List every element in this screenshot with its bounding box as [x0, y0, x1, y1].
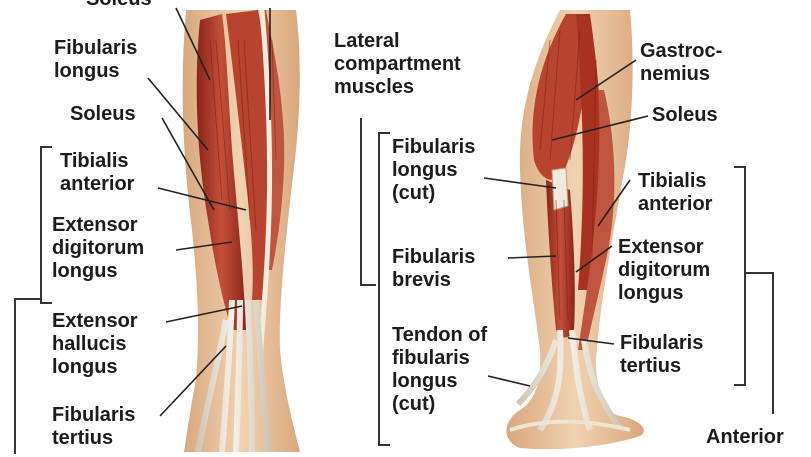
label-fibularis-tertius-left: Fibularis tertius — [52, 404, 135, 450]
label-text: Soleus — [652, 104, 718, 127]
leader-tendon-fibularis-cut — [488, 376, 530, 386]
label-extensor-hallucis: Extensor hallucis longus — [52, 310, 138, 379]
label-line: longus — [54, 60, 137, 83]
lateral-bracket-outer — [360, 118, 376, 286]
label-line: (cut) — [392, 182, 475, 205]
left-bracket-upper — [40, 146, 52, 304]
label-line: muscles — [334, 76, 461, 99]
anterior-bracket — [734, 166, 746, 386]
label-line: nemius — [640, 63, 722, 86]
label-line: compartment — [334, 53, 461, 76]
label-line: longus — [52, 260, 144, 283]
label-extensor-digitorum-right: Extensor digitorum longus — [618, 236, 710, 305]
label-text: Anterior — [706, 426, 784, 449]
label-soleus-top: Soleus — [86, 0, 152, 11]
label-line: Tibialis — [638, 170, 712, 193]
anterior-bracket-stem — [746, 272, 774, 414]
label-fibularis-brevis: Fibularis brevis — [392, 246, 475, 292]
label-line: Tibialis — [60, 150, 134, 173]
label-line: brevis — [392, 269, 475, 292]
label-line: hallucis — [52, 333, 138, 356]
label-line: Lateral — [334, 30, 461, 53]
label-line: Fibularis — [392, 136, 475, 159]
right-leg-cut-tendon — [552, 168, 568, 210]
label-line: Extensor — [618, 236, 710, 259]
label-line: longus — [618, 282, 710, 305]
label-line: digitorum — [52, 237, 144, 260]
label-fibularis-longus-left: Fibularis longus — [54, 37, 137, 83]
label-line: longus — [392, 370, 487, 393]
label-text: Soleus — [70, 103, 136, 126]
label-line: anterior — [60, 173, 134, 196]
label-tibialis-anterior-right: Tibialis anterior — [638, 170, 712, 216]
label-tibialis-anterior-left: Tibialis anterior — [60, 150, 134, 196]
label-line: longus — [392, 159, 475, 182]
label-line: tertius — [52, 427, 135, 450]
label-fibularis-longus-cut: Fibularis longus (cut) — [392, 136, 475, 205]
label-gastrocnemius: Gastroc- nemius — [640, 40, 722, 86]
label-line: digitorum — [618, 259, 710, 282]
left-bracket-lower — [14, 298, 42, 454]
right-leg — [506, 10, 643, 449]
label-line: Fibularis — [392, 246, 475, 269]
left-leg — [183, 10, 300, 452]
label-lateral-compartment: Lateral compartment muscles — [334, 30, 461, 99]
label-line: tertius — [620, 355, 703, 378]
label-tendon-fibularis-cut: Tendon of fibularis longus (cut) — [392, 324, 487, 416]
label-soleus-right: Soleus — [652, 104, 718, 127]
label-line: Gastroc- — [640, 40, 722, 63]
label-line: longus — [52, 356, 138, 379]
label-line: Extensor — [52, 214, 144, 237]
label-line: Fibularis — [52, 404, 135, 427]
label-soleus-left: Soleus — [70, 103, 136, 126]
label-line: (cut) — [392, 393, 487, 416]
label-fibularis-tertius-right: Fibularis tertius — [620, 332, 703, 378]
label-line: fibularis — [392, 347, 487, 370]
label-text: Soleus — [86, 0, 152, 11]
label-line: Tendon of — [392, 324, 487, 347]
label-line: Fibularis — [54, 37, 137, 60]
label-extensor-digitorum-left: Extensor digitorum longus — [52, 214, 144, 283]
label-line: anterior — [638, 193, 712, 216]
lateral-bracket-inner — [378, 132, 390, 446]
label-anterior: Anterior — [706, 426, 784, 449]
label-line: Extensor — [52, 310, 138, 333]
label-line: Fibularis — [620, 332, 703, 355]
